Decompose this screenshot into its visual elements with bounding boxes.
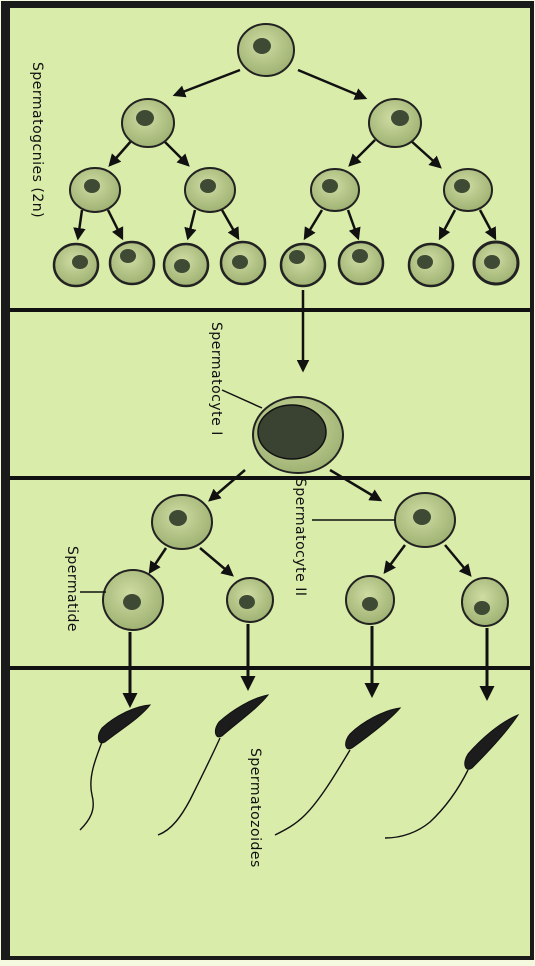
spermatid-cells [102, 569, 509, 631]
spermatogonia-cells [52, 23, 520, 288]
label-spermatide: Spermatide [64, 546, 80, 632]
pointer-spermatocyte-1 [221, 389, 263, 409]
spermatocyte-1-cell [252, 396, 344, 474]
spermatozoa [79, 694, 520, 839]
label-spermatogonies: Spermatogcnies (2n) [29, 62, 45, 219]
diagram-background [10, 8, 530, 956]
arrows-spermiogenesis [122, 624, 495, 708]
label-spermatozoides: Spermatozoides [247, 748, 263, 868]
arrows-meiosis-1 [208, 468, 383, 502]
spermatocyte-2-cells [151, 492, 456, 550]
arrows-meiosis-2 [148, 544, 472, 577]
arrows-spermatogonies [73, 68, 497, 241]
label-spermatocyte-1: Spermatocyte I [208, 322, 224, 436]
label-spermatocyte-2: Spermatocyte II [292, 478, 308, 597]
